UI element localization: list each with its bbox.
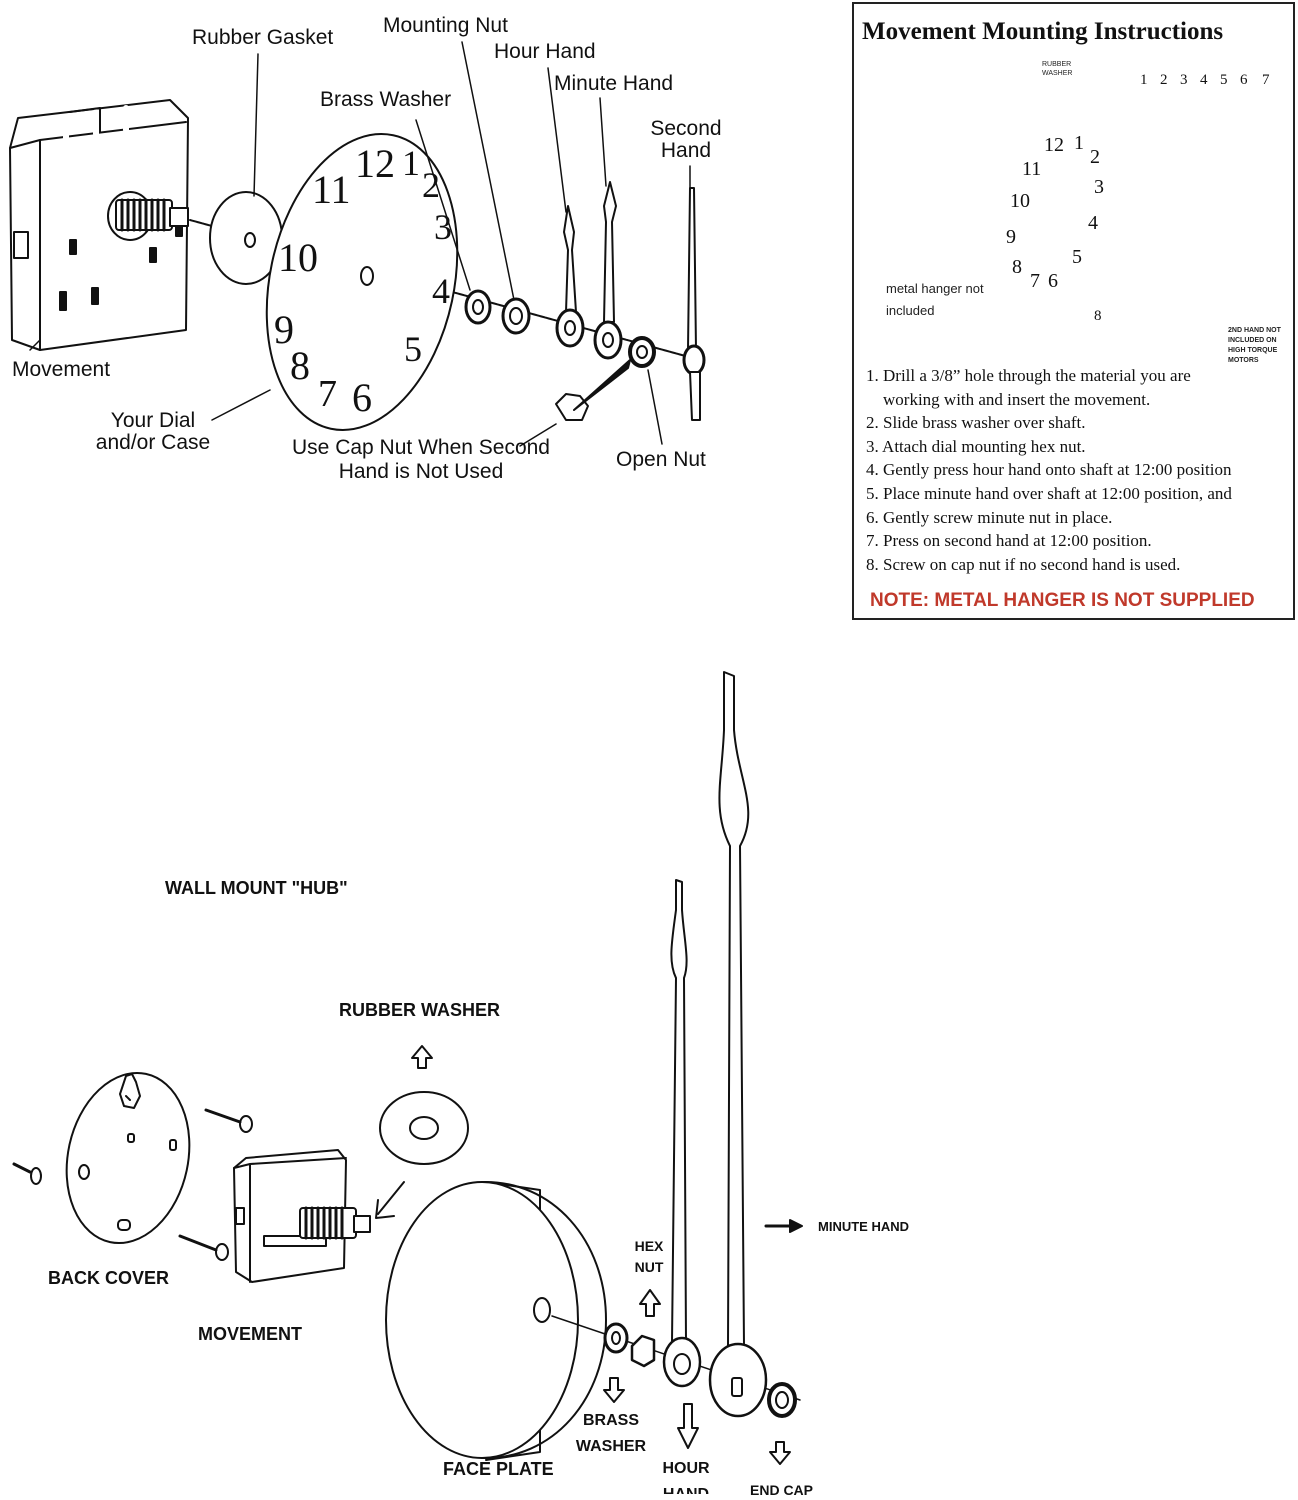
instr-dial-numeral-9: 9 — [1006, 226, 1016, 248]
label-mounting-nut: Mounting Nut — [383, 14, 508, 37]
label-rubber-gasket: Rubber Gasket — [192, 26, 334, 49]
instr-metal-hanger-label: metal hanger not included — [886, 281, 984, 318]
bottom-rubber-washer — [375, 1091, 469, 1219]
brass-washer — [464, 289, 492, 325]
instr-dial-numeral-5: 5 — [1072, 246, 1082, 268]
bottom-minute-hand — [708, 671, 768, 1418]
part-number-2: 2 — [1160, 72, 1168, 88]
hour-hand — [555, 205, 585, 348]
dial-numeral-5: 5 — [404, 329, 422, 369]
instr-dial-numeral-11: 11 — [1022, 158, 1042, 180]
instr-second-hand-note: 2ND HAND NOT INCLUDED ON HIGH TORQUE MOT… — [1228, 327, 1281, 364]
instructions-steps: 1. Drill a 3/8” hole through the materia… — [866, 364, 1232, 576]
instruction-step: working with and insert the movement. — [866, 389, 1151, 409]
cap-nut — [555, 359, 631, 421]
label-bottom-minute-hand: MINUTE HAND — [818, 1219, 909, 1234]
dial-numeral-8: 8 — [290, 343, 310, 388]
dial-numeral-10: 10 — [278, 235, 318, 280]
metal-hanger-note: NOTE: METAL HANGER IS NOT SUPPLIED — [870, 590, 1255, 611]
bottom-hour-hand — [662, 879, 702, 1388]
instr-dial-numeral-4: 4 — [1088, 212, 1098, 234]
dial-numeral-12: 12 — [355, 141, 395, 186]
part-number-7: 7 — [1262, 72, 1270, 88]
screws — [12, 1108, 253, 1261]
instruction-step: 5. Place minute hand over shaft at 12:00… — [866, 483, 1232, 503]
instruction-step: 2. Slide brass washer over shaft. — [866, 413, 1086, 433]
instruction-step: 6. Gently screw minute nut in place. — [866, 507, 1113, 527]
part-number-1: 1 — [1140, 72, 1148, 88]
label-face-plate: FACE PLATE — [443, 1459, 554, 1479]
instr-dial-numeral-12: 12 — [1044, 134, 1064, 156]
label-movement: Movement — [12, 358, 111, 381]
label-second-hand: Second Hand — [650, 117, 722, 162]
dial-numeral-4: 4 — [432, 271, 450, 311]
instr-dial-numeral-6: 6 — [1048, 270, 1058, 292]
minute-hand — [593, 181, 623, 360]
label-minute-hand: Minute Hand — [554, 72, 674, 95]
bottom-movement — [233, 1149, 371, 1283]
part-number-5: 5 — [1220, 72, 1228, 88]
label-wall-mount-hub: WALL MOUNT "HUB" — [165, 878, 348, 898]
label-bottom-movement: MOVEMENT — [198, 1324, 303, 1344]
instruction-step: 3. Attach dial mounting hex nut. — [866, 436, 1086, 456]
label-bottom-rubber-washer: RUBBER WASHER — [339, 1000, 501, 1020]
part-number-4: 4 — [1200, 72, 1208, 88]
label-hex-nut: HEX NUT — [634, 1238, 664, 1275]
instructions-panel: Movement Mounting Instructions 1. Drill … — [852, 2, 1295, 620]
bottom-arrows — [411, 1045, 803, 1465]
label-brass-washer: Brass Washer — [320, 88, 452, 111]
label-hour-hand: Hour Hand — [494, 40, 596, 63]
threaded-shaft — [115, 198, 189, 232]
dial-numeral-3: 3 — [434, 207, 452, 247]
open-nut — [628, 336, 656, 368]
bottom-brass-washer — [603, 1322, 629, 1354]
instr-dial-numeral-7: 7 — [1030, 270, 1040, 292]
dial-numeral-7: 7 — [318, 373, 337, 415]
label-your-dial: Your Dial and/or Case — [95, 409, 211, 454]
top-leader-lines — [29, 41, 691, 447]
instr-rubber-washer-label: RUBBER WASHER — [1042, 61, 1073, 77]
instructions-title: Movement Mounting Instructions — [862, 18, 1224, 45]
instr-dial-numeral-3: 3 — [1094, 176, 1104, 198]
second-hand — [682, 187, 706, 421]
back-cover — [65, 1071, 191, 1245]
label-back-cover: BACK COVER — [48, 1268, 170, 1288]
mounting-nut — [501, 297, 531, 335]
face-plate — [385, 1180, 607, 1461]
label-cap-nut: Use Cap Nut When Second Hand is Not Used — [292, 436, 550, 483]
dial-numeral-1: 1 — [402, 143, 420, 183]
instr-dial-numeral-1: 1 — [1074, 132, 1084, 154]
instruction-step: 4. Gently press hour hand onto shaft at … — [866, 460, 1232, 480]
dial-numeral-6: 6 — [352, 375, 372, 420]
label-open-nut: Open Nut — [616, 448, 706, 471]
label-end-cap: END CAP — [750, 1482, 814, 1498]
instr-dial-numeral-8: 8 — [1012, 256, 1022, 278]
instruction-step: 7. Press on second hand at 12:00 positio… — [866, 531, 1152, 551]
part-number-8: 8 — [1094, 308, 1102, 324]
dial-numeral-9: 9 — [274, 307, 294, 352]
part-number-3: 3 — [1180, 72, 1188, 88]
instr-dial-numeral-2: 2 — [1090, 146, 1100, 168]
label-bottom-hour-hand: HOUR HAND — [662, 1460, 710, 1494]
instruction-step: 8. Screw on cap nut if no second hand is… — [866, 554, 1181, 574]
part-number-6: 6 — [1240, 72, 1248, 88]
instruction-step: 1. Drill a 3/8” hole through the materia… — [866, 366, 1191, 385]
dial-numeral-11: 11 — [312, 167, 351, 212]
bottom-hex-nut — [630, 1334, 656, 1368]
bottom-end-cap — [767, 1382, 797, 1418]
dial-numeral-2: 2 — [422, 165, 440, 205]
label-bottom-brass-washer: BRASS WASHER — [575, 1412, 647, 1455]
instr-dial-numeral-10: 10 — [1010, 190, 1030, 212]
